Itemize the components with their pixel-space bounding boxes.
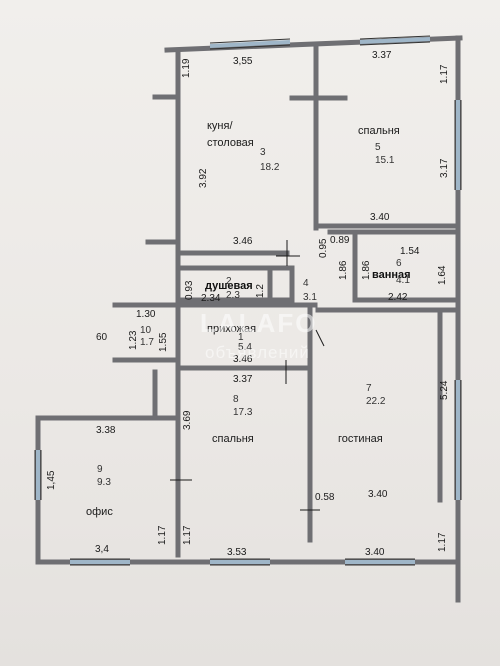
dim-12: 1.2 bbox=[255, 284, 266, 298]
dim-living-058: 0.58 bbox=[315, 492, 335, 503]
room10-number: 10 bbox=[140, 325, 152, 336]
dim-089: 0.89 bbox=[330, 235, 350, 246]
office-area: 9.3 bbox=[97, 477, 111, 488]
dim-top-left-wall: 1.19 bbox=[181, 58, 192, 78]
dim-hall-bottom: 3.46 bbox=[233, 354, 253, 365]
kitchen-label-line1: куня/ bbox=[207, 120, 233, 132]
dim-234: 2.34 bbox=[201, 293, 221, 304]
window-frames bbox=[34, 35, 462, 566]
hallway-area: 5.4 bbox=[238, 342, 252, 353]
bathroom-area: 4.1 bbox=[396, 275, 410, 286]
dim-office-bottom: 3,4 bbox=[95, 544, 109, 555]
dim-bed8-top: 3.37 bbox=[233, 374, 253, 385]
room4-number: 4 bbox=[303, 278, 309, 289]
shower-area: 2.3 bbox=[226, 290, 240, 301]
bedroom8-area: 17.3 bbox=[233, 407, 253, 418]
shower-label: душевая bbox=[205, 280, 253, 292]
office-label: офис bbox=[86, 506, 113, 518]
dim-living-right: 5.24 bbox=[439, 380, 450, 400]
bathroom-label: ванная bbox=[372, 269, 411, 281]
dim-095: 0.95 bbox=[318, 238, 329, 258]
kitchen-number: 3 bbox=[260, 147, 266, 158]
bedroom5-number: 5 bbox=[375, 142, 381, 153]
office-number: 9 bbox=[97, 464, 103, 475]
dim-060: 60 bbox=[96, 332, 108, 343]
room10-area: 1.7 bbox=[140, 337, 154, 348]
dim-130: 1.30 bbox=[136, 309, 156, 320]
dim-kitchen-top: 3,55 bbox=[233, 56, 253, 67]
dim-186b: 1.86 bbox=[361, 260, 372, 280]
dim-living-inner: 3.40 bbox=[368, 489, 388, 500]
dim-164: 1.64 bbox=[437, 265, 448, 285]
dim-kitchen-left: 3.92 bbox=[198, 168, 209, 188]
bedroom8-number: 8 bbox=[233, 394, 239, 405]
dim-bed8-bottom: 3.53 bbox=[227, 547, 247, 558]
windows bbox=[36, 37, 460, 564]
dim-123: 1.23 bbox=[128, 330, 139, 350]
dim-154: 1.54 bbox=[400, 246, 420, 257]
dim-bed8-left: 3.69 bbox=[182, 410, 193, 430]
dim-bedroom-top: 3.37 bbox=[372, 50, 392, 61]
hallway-label: прихожая bbox=[207, 323, 256, 335]
dim-155: 1.55 bbox=[158, 332, 169, 352]
kitchen-label-line2: столовая bbox=[207, 137, 254, 149]
living-area: 22.2 bbox=[366, 396, 386, 407]
living-number: 7 bbox=[366, 383, 372, 394]
door-marks bbox=[170, 240, 325, 511]
bedroom5-label: спальня bbox=[358, 125, 400, 137]
dim-office-left: 1,45 bbox=[46, 470, 57, 490]
watermark-line1: LALAFO bbox=[200, 308, 317, 338]
kitchen-area: 18.2 bbox=[260, 162, 280, 173]
dim-right-lower: 1.17 bbox=[437, 532, 448, 552]
dim-bedroom-right: 3.17 bbox=[439, 158, 450, 178]
dim-242: 2.42 bbox=[388, 292, 408, 303]
bedroom8-label: спальня bbox=[212, 433, 254, 445]
dim-right-upper: 1.17 bbox=[439, 64, 450, 84]
bedroom5-area: 15.1 bbox=[375, 155, 395, 166]
hallway-number: 1 bbox=[238, 332, 244, 343]
dim-093: 0.93 bbox=[184, 280, 195, 300]
dim-bedroom-bottom: 3.40 bbox=[370, 212, 390, 223]
dim-kitchen-bottom: 3.46 bbox=[233, 236, 253, 247]
watermark-line2: объявлений bbox=[205, 343, 310, 362]
dim-bed8-right: 1.17 bbox=[182, 525, 193, 545]
dim-186a: 1.86 bbox=[338, 260, 349, 280]
room4-area: 3.1 bbox=[303, 292, 317, 303]
bathroom-number: 6 bbox=[396, 258, 402, 269]
dim-living-bottom: 3.40 bbox=[365, 547, 385, 558]
dim-office-right: 1.17 bbox=[157, 525, 168, 545]
dim-office-top: 3.38 bbox=[96, 425, 116, 436]
living-label: гостиная bbox=[338, 433, 383, 445]
shower-number: 2 bbox=[226, 276, 232, 287]
